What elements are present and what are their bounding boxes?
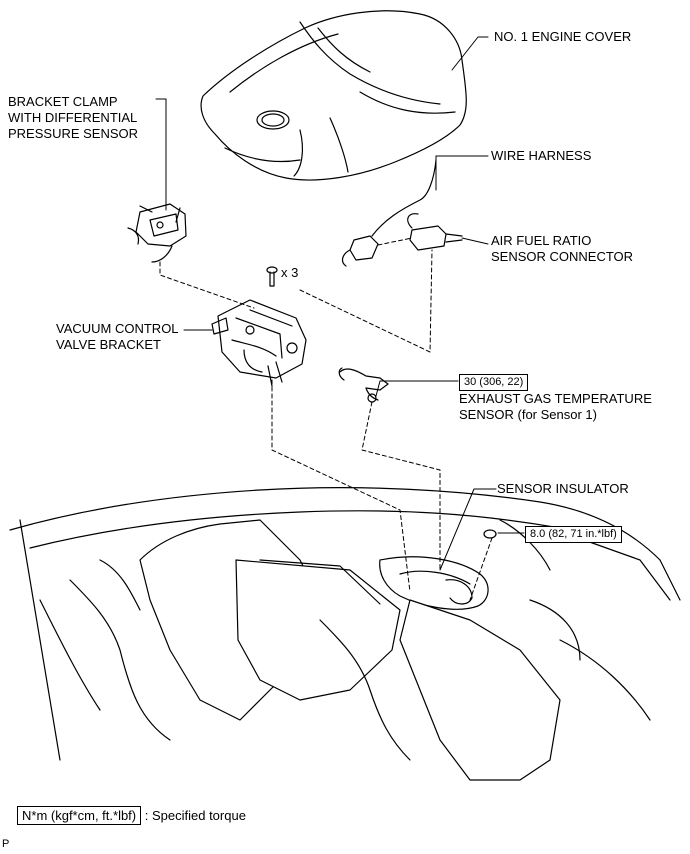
bracket-clamp-label-line1: BRACKET CLAMP <box>8 94 118 109</box>
bracket-clamp-label-line3: PRESSURE SENSOR <box>8 126 139 141</box>
vacuum-bracket-label-line1: VACUUM CONTROL <box>56 321 179 336</box>
vacuum-valve-bracket-illustration <box>211 299 307 387</box>
wire-harness-connector-illustration <box>341 159 437 267</box>
air-fuel-label-line2: SENSOR CONNECTOR <box>491 249 634 264</box>
legend-unit-box: N*m (kgf*cm, ft.*lbf) <box>17 806 142 825</box>
leader-lines <box>155 36 525 571</box>
bolt-quantity-label: x 3 <box>281 265 299 280</box>
footer-code: P <box>2 838 10 850</box>
bolt-illustration <box>266 266 278 287</box>
exhaust-gas-sensor-illustration <box>338 367 389 403</box>
exhaust-sensor-label-line2: SENSOR (for Sensor 1) <box>459 407 597 422</box>
torque-legend: N*m (kgf*cm, ft.*lbf) : Specified torque <box>17 806 246 825</box>
torque-box-insulator-nut: 8.0 (82, 71 in.*lbf) <box>525 526 622 543</box>
engine-cover-illustration <box>200 10 467 181</box>
sensor-insulator-label: SENSOR INSULATOR <box>497 481 629 496</box>
assembly-dashed-lines <box>159 237 493 601</box>
exhaust-sensor-label-line1: EXHAUST GAS TEMPERATURE <box>459 391 652 406</box>
air-fuel-connector-illustration <box>407 213 463 251</box>
bracket-clamp-illustration <box>127 203 187 263</box>
air-fuel-label-line1: AIR FUEL RATIO <box>491 233 592 248</box>
bracket-clamp-label-line2: WITH DIFFERENTIAL <box>8 110 138 125</box>
vacuum-bracket-label-line2: VALVE BRACKET <box>56 337 161 352</box>
engine-cover-label: NO. 1 ENGINE COVER <box>494 29 632 44</box>
engine-bay-illustration <box>9 487 681 781</box>
wire-harness-label: WIRE HARNESS <box>491 148 592 163</box>
torque-box-exhaust-sensor: 30 (306, 22) <box>459 374 529 391</box>
legend-description: : Specified torque <box>144 808 246 823</box>
